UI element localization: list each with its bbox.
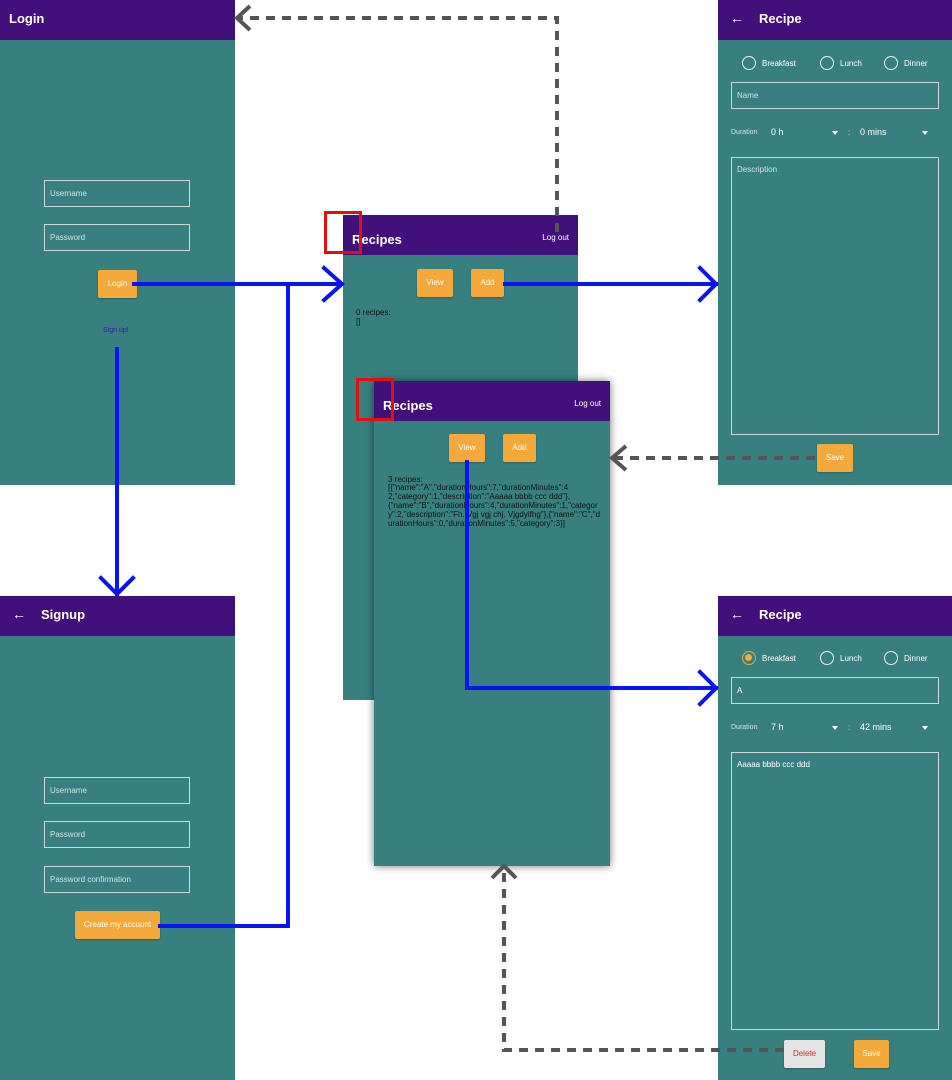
signup-screen: ← Signup Username Password Password conf… — [0, 596, 235, 1080]
flow-arrow-signup-to-recipes — [158, 282, 290, 928]
recipes-full-count: 3 recipes: — [388, 475, 423, 484]
radio-circle-icon — [884, 56, 898, 70]
recipes-full-logout-button[interactable]: Log out — [574, 399, 601, 408]
flow-arrow-delete-to-recipes — [502, 870, 784, 1052]
recipe-new-hours-select[interactable]: 0 h — [771, 127, 784, 137]
highlight-box — [324, 211, 362, 254]
recipes-full-json-line-4: y":2,"description":"Fh. Vgj vgj chj. Vjg… — [388, 510, 601, 519]
recipes-full-json-line-5: urationHours":0,"durationMinutes":5,"cat… — [388, 519, 565, 528]
arrowhead-up-icon — [490, 863, 518, 880]
recipes-empty-list: [] — [356, 317, 361, 326]
arrowhead-down-icon — [98, 575, 136, 597]
radio-circle-icon — [742, 56, 756, 70]
arrow-left-icon[interactable]: ← — [12, 606, 26, 622]
recipe-new-description-input[interactable]: Description — [731, 157, 939, 435]
arrowhead-right-icon — [697, 265, 719, 303]
recipe-new-save-button[interactable]: Save — [817, 444, 853, 472]
chevron-down-icon[interactable] — [832, 131, 838, 135]
signup-link[interactable]: Sign up! — [103, 327, 129, 334]
recipes-empty-title: Recipes — [352, 232, 402, 247]
recipe-edit-duration-label: Duration — [731, 724, 758, 731]
create-account-button[interactable]: Create my account — [75, 911, 160, 939]
radio-circle-icon — [884, 651, 898, 665]
recipes-empty-appbar: Recipes Log out — [343, 215, 578, 255]
signup-username-input[interactable]: Username — [44, 777, 190, 804]
login-username-input[interactable]: Username — [44, 180, 190, 207]
radio-circle-icon — [820, 56, 834, 70]
chevron-down-icon[interactable] — [832, 726, 838, 730]
flow-arrow-view-to-recipe — [465, 460, 718, 690]
recipes-full-view-button[interactable]: View — [449, 434, 485, 462]
recipes-full-title: Recipes — [383, 398, 433, 413]
recipes-full-json-line-1: [{"name":"A","durationHours":7,"duration… — [388, 483, 569, 492]
recipes-full-json-line-2: 2,"category":1,"description":"Aaaaa bbbb… — [388, 492, 571, 501]
arrowhead-right-icon — [697, 669, 719, 707]
arrowhead-left-icon — [608, 444, 628, 472]
signup-password-input[interactable]: Password — [44, 821, 190, 848]
recipe-edit-delete-button[interactable]: Delete — [784, 1040, 825, 1068]
recipe-new-appbar: ← Recipe — [718, 0, 952, 40]
recipe-new-title: Recipe — [759, 11, 802, 26]
recipes-full-appbar: Recipes Log out — [374, 381, 610, 421]
radio-circle-icon — [820, 651, 834, 665]
recipe-edit-screen: ← Recipe Breakfast Lunch Dinner A Durati… — [718, 596, 952, 1080]
login-appbar: Login — [0, 0, 235, 40]
recipes-full-json-line-3: {"name":"B","durationHours":4,"durationM… — [388, 501, 598, 510]
recipe-new-duration-label: Duration — [731, 129, 758, 136]
signup-password-confirmation-input[interactable]: Password confirmation — [44, 866, 190, 893]
recipe-new-minutes-select[interactable]: 0 mins — [860, 127, 887, 137]
recipe-edit-title: Recipe — [759, 607, 802, 622]
arrow-left-icon[interactable]: ← — [730, 10, 744, 26]
login-title: Login — [9, 11, 45, 26]
highlight-box — [356, 378, 394, 421]
arrowhead-left-icon — [234, 4, 252, 32]
recipe-edit-save-button[interactable]: Save — [854, 1040, 889, 1068]
recipe-new-screen: ← Recipe Breakfast Lunch Dinner Name Dur… — [718, 0, 952, 485]
recipe-new-name-input[interactable]: Name — [731, 82, 939, 109]
recipe-new-colon: : — [848, 128, 851, 137]
recipes-empty-view-button[interactable]: View — [417, 269, 453, 297]
recipes-empty-add-button[interactable]: Add — [471, 269, 504, 297]
recipe-edit-colon: : — [848, 723, 851, 732]
chevron-down-icon[interactable] — [922, 726, 928, 730]
recipes-empty-count: 0 recipes: — [356, 308, 391, 317]
recipes-full-add-button[interactable]: Add — [503, 434, 536, 462]
chevron-down-icon[interactable] — [922, 131, 928, 135]
recipe-edit-name-input[interactable]: A — [731, 677, 939, 704]
arrow-left-icon[interactable]: ← — [730, 606, 744, 622]
signup-appbar: ← Signup — [0, 596, 235, 636]
recipe-edit-category-group: Breakfast Lunch Dinner — [718, 651, 952, 667]
recipes-full-screen: Recipes Log out View Add 3 recipes: [{"n… — [374, 381, 610, 866]
signup-title: Signup — [41, 607, 86, 622]
recipes-empty-logout-button[interactable]: Log out — [542, 233, 569, 242]
recipe-new-category-group: Breakfast Lunch Dinner — [718, 56, 952, 72]
login-button[interactable]: Login — [98, 270, 137, 298]
login-password-input[interactable]: Password — [44, 224, 190, 251]
recipe-edit-minutes-select[interactable]: 42 mins — [860, 722, 892, 732]
radio-selected-icon — [742, 651, 756, 665]
recipe-edit-hours-select[interactable]: 7 h — [771, 722, 784, 732]
arrowhead-right-icon — [321, 265, 346, 303]
recipe-edit-description-input[interactable]: Aaaaa bbbb ccc ddd — [731, 752, 939, 1030]
flow-arrow-logout-to-login — [240, 16, 559, 232]
recipe-edit-appbar: ← Recipe — [718, 596, 952, 636]
